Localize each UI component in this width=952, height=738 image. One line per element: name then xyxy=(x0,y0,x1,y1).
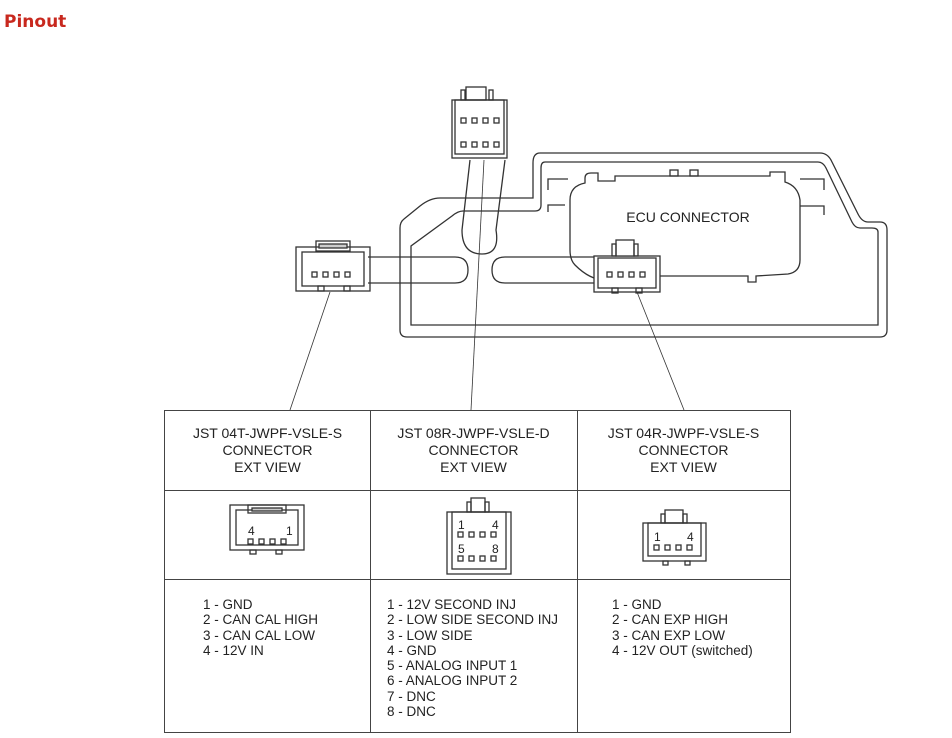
connector-2-header: JST 08R-JWPF-VSLE-D CONNECTOR EXT VIEW xyxy=(370,425,577,476)
pin-socket xyxy=(311,271,318,278)
pin-socket xyxy=(460,141,467,148)
pin-socket xyxy=(344,271,351,278)
pin-item: 5 - ANALOG INPUT 1 xyxy=(387,658,518,674)
connector-1-line3: EXT VIEW xyxy=(234,459,301,475)
pin-item: 2 - CAN CAL HIGH xyxy=(203,612,319,628)
connector-3-part: JST 04R-JWPF-VSLE-S xyxy=(607,425,760,441)
connector-2-line3: EXT VIEW xyxy=(440,459,507,475)
connector-3-header: JST 04R-JWPF-VSLE-S CONNECTOR EXT VIEW xyxy=(577,425,790,476)
table-connector-icon-1: 4 1 xyxy=(229,504,305,555)
pin-socket xyxy=(333,271,340,278)
pin-socket xyxy=(482,117,489,124)
page-title: Pinout xyxy=(4,12,67,32)
pin-socket xyxy=(639,271,646,278)
cable-left xyxy=(368,256,469,284)
pin-item: 6 - ANALOG INPUT 2 xyxy=(387,673,518,689)
table-connector-icon-3: 1 4 xyxy=(642,509,707,566)
svg-text:1: 1 xyxy=(458,518,465,532)
svg-text:1: 1 xyxy=(286,524,293,538)
svg-text:4: 4 xyxy=(248,524,255,538)
pin-socket xyxy=(471,141,478,148)
left-connector-4pin xyxy=(295,240,371,292)
connector-1-line2: CONNECTOR xyxy=(222,442,313,458)
pin-socket xyxy=(280,538,287,545)
right-connector-4pin xyxy=(593,239,661,294)
connector-2-line2: CONNECTOR xyxy=(428,442,519,458)
pin-socket xyxy=(269,538,276,545)
pin-item: 7 - DNC xyxy=(387,688,436,704)
connector-3-line2: CONNECTOR xyxy=(638,442,729,458)
pin-socket xyxy=(322,271,329,278)
pin-socket xyxy=(479,555,486,562)
row-divider-2 xyxy=(165,579,790,580)
pin-item: 4 - 12V OUT (switched) xyxy=(612,642,753,658)
pin-item: 3 - CAN EXP LOW xyxy=(612,627,726,643)
svg-text:4: 4 xyxy=(492,518,499,532)
pin-socket xyxy=(606,271,613,278)
pin-socket xyxy=(471,117,478,124)
pin-item: 2 - LOW SIDE SECOND INJ xyxy=(387,612,559,628)
top-connector-8pin xyxy=(451,86,508,159)
cable-right xyxy=(491,256,595,284)
pin-socket xyxy=(479,531,486,538)
pin-socket xyxy=(490,555,497,562)
pin-item: 3 - LOW SIDE xyxy=(387,627,473,643)
pin-socket xyxy=(686,544,693,551)
pin-socket xyxy=(493,141,500,148)
connector-1-header: JST 04T-JWPF-VSLE-S CONNECTOR EXT VIEW xyxy=(165,425,370,476)
pin-socket xyxy=(247,538,254,545)
table-connector-icon-2: 1 4 5 8 xyxy=(446,497,512,575)
ecu-connector-label: ECU CONNECTOR xyxy=(626,209,749,225)
pin-socket xyxy=(482,141,489,148)
pin-socket xyxy=(468,531,475,538)
ecu-housing-outer xyxy=(399,152,888,338)
pin-item: 1 - 12V SECOND INJ xyxy=(387,597,517,612)
pin-item: 3 - CAN CAL LOW xyxy=(203,627,316,643)
pin-item: 4 - 12V IN xyxy=(203,642,264,658)
connector-2-part: JST 08R-JWPF-VSLE-D xyxy=(397,425,550,441)
pin-socket xyxy=(664,544,671,551)
pinout-table: JST 04T-JWPF-VSLE-S CONNECTOR EXT VIEW J… xyxy=(164,410,791,733)
connector-1-part: JST 04T-JWPF-VSLE-S xyxy=(192,425,343,441)
pin-item: 1 - GND xyxy=(612,597,662,612)
pin-socket xyxy=(653,544,660,551)
pin-socket xyxy=(493,117,500,124)
svg-text:4: 4 xyxy=(687,530,694,544)
pin-socket xyxy=(457,555,464,562)
ecu-tab-2 xyxy=(689,169,699,177)
ecu-tab-1 xyxy=(669,169,679,177)
cable-top xyxy=(461,159,506,255)
pin-item: 4 - GND xyxy=(387,642,437,658)
pin-socket xyxy=(468,555,475,562)
pin-socket xyxy=(628,271,635,278)
ecu-housing-inner xyxy=(410,161,879,326)
row-divider-1 xyxy=(165,490,790,491)
pin-socket xyxy=(617,271,624,278)
svg-text:1: 1 xyxy=(654,530,661,544)
column-divider-2 xyxy=(577,411,578,732)
ecu-connector-body xyxy=(569,171,801,283)
leader-right xyxy=(636,291,685,411)
svg-text:8: 8 xyxy=(492,542,499,556)
pin-item: 8 - DNC xyxy=(387,704,436,720)
connector-3-line3: EXT VIEW xyxy=(650,459,717,475)
column-divider-1 xyxy=(370,411,371,732)
pin-socket xyxy=(457,531,464,538)
svg-text:5: 5 xyxy=(458,542,465,556)
pin-socket xyxy=(675,544,682,551)
pin-socket xyxy=(460,117,467,124)
pin-item: 2 - CAN EXP HIGH xyxy=(612,612,729,628)
pin-socket xyxy=(258,538,265,545)
pin-socket xyxy=(490,531,497,538)
pin-item: 1 - GND xyxy=(203,597,253,612)
ecu-flange-top xyxy=(547,178,825,215)
leader-left xyxy=(289,291,331,411)
leader-middle xyxy=(470,159,485,411)
